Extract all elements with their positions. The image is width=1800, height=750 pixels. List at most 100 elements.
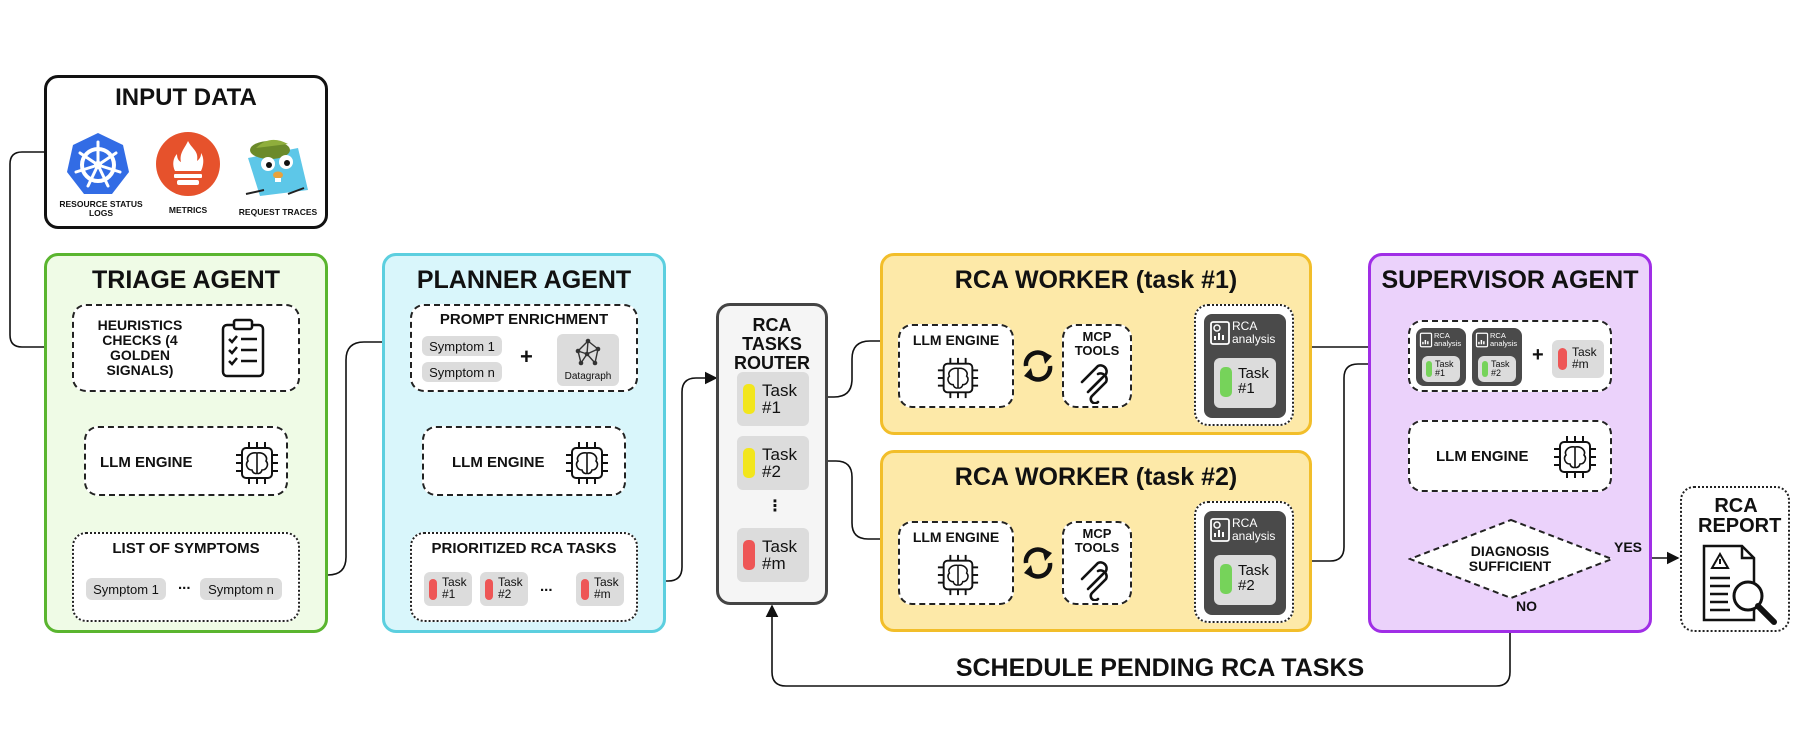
brain-chip-icon: [236, 442, 278, 484]
arrow-router-to-worker2: [810, 460, 898, 546]
symptoms-list-title: LIST OF SYMPTOMS: [112, 540, 260, 557]
worker1-analysis-label: RCA analysis: [1232, 319, 1276, 346]
planner-llm-box: LLM ENGINE: [422, 426, 626, 496]
arrow-worker2-to-supervisor: [1294, 357, 1410, 562]
brain-chip-icon: [1554, 436, 1596, 478]
task-priority-bar: [581, 579, 589, 600]
worker1-analysis-box: RCA analysis Task #1: [1194, 304, 1294, 426]
worker1-task-label: Task #1: [1238, 365, 1269, 397]
enrichment-symptom-n: Symptom n: [422, 362, 502, 382]
planner-llm-label: LLM ENGINE: [452, 454, 545, 471]
worker2-llm-label: LLM ENGINE: [912, 529, 1000, 545]
triage-agent-title: TRIAGE AGENT: [92, 266, 280, 294]
supervisor-analysis-card-2: RCA analysis Task #2: [1472, 328, 1522, 386]
router-task-m: Task #m: [737, 528, 809, 582]
prompt-enrichment-title: PROMPT ENRICHMENT: [439, 311, 609, 328]
mcp-tools-icon: [1080, 364, 1108, 404]
supervisor-collection-box: RCA analysis Task #1 RCA analysis Task #…: [1408, 320, 1612, 392]
router-ellipsis: ⋮: [767, 498, 783, 515]
input-data-panel: INPUT DATA RESOURCE STATUS LOGS METRICS …: [44, 75, 328, 229]
datagraph-icon: [575, 338, 601, 366]
jaeger-gopher-icon: [245, 139, 308, 196]
supervisor-task-1-chip: Task #1: [1422, 356, 1460, 382]
rca-worker-2-title: RCA WORKER (task #2): [954, 463, 1238, 491]
planner-task-ellipsis: ...: [540, 578, 553, 595]
worker2-analysis-label: RCA analysis: [1232, 516, 1276, 543]
worker2-llm-box: LLM ENGINE: [898, 521, 1014, 605]
symptom-pill-1: Symptom 1: [86, 578, 166, 600]
symptom-pill-n: Symptom n: [200, 578, 282, 600]
task-priority-bar: [743, 384, 755, 414]
router-task-2: Task #2: [737, 436, 809, 490]
worker2-analysis-card: RCA analysis Task #2: [1204, 511, 1286, 615]
heuristics-checks-label: HEURISTICS CHECKS (4 GOLDEN SIGNALS): [97, 317, 183, 378]
router-task-1-label: Task #1: [762, 381, 797, 417]
triage-llm-box: LLM ENGINE: [84, 426, 288, 496]
worker2-mcp-box: MCP TOOLS: [1062, 521, 1132, 605]
schedule-pending-label: SCHEDULE PENDING RCA TASKS: [955, 654, 1365, 682]
task-status-bar: [1426, 361, 1432, 377]
arrow-planner-to-router: [638, 371, 718, 582]
kubernetes-icon: [67, 133, 129, 194]
symptoms-list-box: LIST OF SYMPTOMS Symptom 1 ... Symptom n: [72, 532, 300, 622]
symptom-ellipsis: ...: [178, 576, 191, 593]
brain-chip-icon: [937, 357, 979, 399]
task-priority-bar: [485, 579, 493, 600]
decision-no-label: NO: [1516, 598, 1537, 614]
mcp-tools-icon: [1080, 561, 1108, 601]
planner-task-1-label: Task #1: [442, 575, 467, 601]
worker1-analysis-card: RCA analysis Task #1: [1204, 314, 1286, 418]
enrichment-plus: +: [520, 344, 533, 369]
prompt-enrichment-box: PROMPT ENRICHMENT Symptom 1 Symptom n + …: [410, 304, 638, 392]
supervisor-task-m-chip: Task #m: [1552, 340, 1604, 378]
rca-tasks-router-panel: RCA TASKS ROUTER Task #1 Task #2 ⋮ Task …: [716, 303, 828, 605]
report-search-icon: [1702, 544, 1777, 625]
planner-task-m: Task #m: [576, 572, 624, 606]
supervisor-plus: +: [1532, 344, 1544, 366]
supervisor-analysis-card-1: RCA analysis Task #1: [1416, 328, 1466, 386]
prometheus-icon: [156, 132, 220, 196]
task-priority-bar: [743, 540, 755, 570]
brain-chip-icon: [566, 442, 608, 484]
task-priority-bar: [743, 448, 755, 478]
input-data-title: INPUT DATA: [115, 84, 257, 111]
planner-task-2-label: Task #2: [498, 575, 523, 601]
planner-task-1: Task #1: [424, 572, 472, 606]
task-status-bar: [1220, 367, 1232, 397]
rca-worker-1-title: RCA WORKER (task #1): [954, 266, 1238, 294]
enrichment-symptom-1: Symptom 1: [422, 336, 502, 356]
arrow-router-to-worker1: [810, 334, 898, 398]
supervisor-llm-label: LLM ENGINE: [1436, 448, 1529, 465]
diagnosis-decision-label: DIAGNOSIS SUFFICIENT: [1468, 543, 1552, 574]
arrow-input-to-triage: [9, 151, 72, 354]
worker2-mcp-label: MCP TOOLS: [1074, 526, 1120, 555]
sync-cycle-icon: [1023, 350, 1053, 382]
source-label-metrics: METRICS: [168, 205, 208, 215]
router-task-m-label: Task #m: [762, 537, 797, 573]
prioritized-tasks-title: PRIORITIZED RCA TASKS: [431, 540, 617, 557]
supervisor-task-1-label: Task #1: [1435, 359, 1454, 378]
arrow-no-loop-to-router: [765, 598, 1511, 687]
planner-task-2: Task #2: [480, 572, 528, 606]
router-task-2-label: Task #2: [762, 445, 797, 481]
supervisor-task-2-label: Task #2: [1491, 359, 1510, 378]
task-status-bar: [1220, 564, 1232, 594]
worker1-llm-label: LLM ENGINE: [912, 332, 1000, 348]
report-chart-icon: [1419, 332, 1433, 348]
worker2-task-chip: Task #2: [1214, 555, 1276, 605]
clipboard-checklist-icon: [221, 318, 265, 378]
triage-llm-label: LLM ENGINE: [100, 454, 193, 471]
supervisor-task-m-label: Task #m: [1572, 345, 1597, 371]
planner-agent-title: PLANNER AGENT: [416, 266, 632, 294]
heuristics-checks-box: HEURISTICS CHECKS (4 GOLDEN SIGNALS): [72, 304, 300, 392]
worker1-llm-box: LLM ENGINE: [898, 324, 1014, 408]
task-priority-bar: [429, 579, 437, 600]
task-priority-bar: [1558, 348, 1567, 370]
diagnosis-decision-diamond: [1408, 518, 1614, 600]
planner-task-m-label: Task #m: [594, 575, 619, 601]
datagraph-label: Datagraph: [564, 371, 612, 382]
report-chart-icon: [1210, 518, 1230, 542]
source-label-traces: REQUEST TRACES: [238, 207, 318, 217]
supervisor-agent-title: SUPERVISOR AGENT: [1381, 266, 1639, 294]
datagraph-tile: Datagraph: [557, 334, 619, 386]
